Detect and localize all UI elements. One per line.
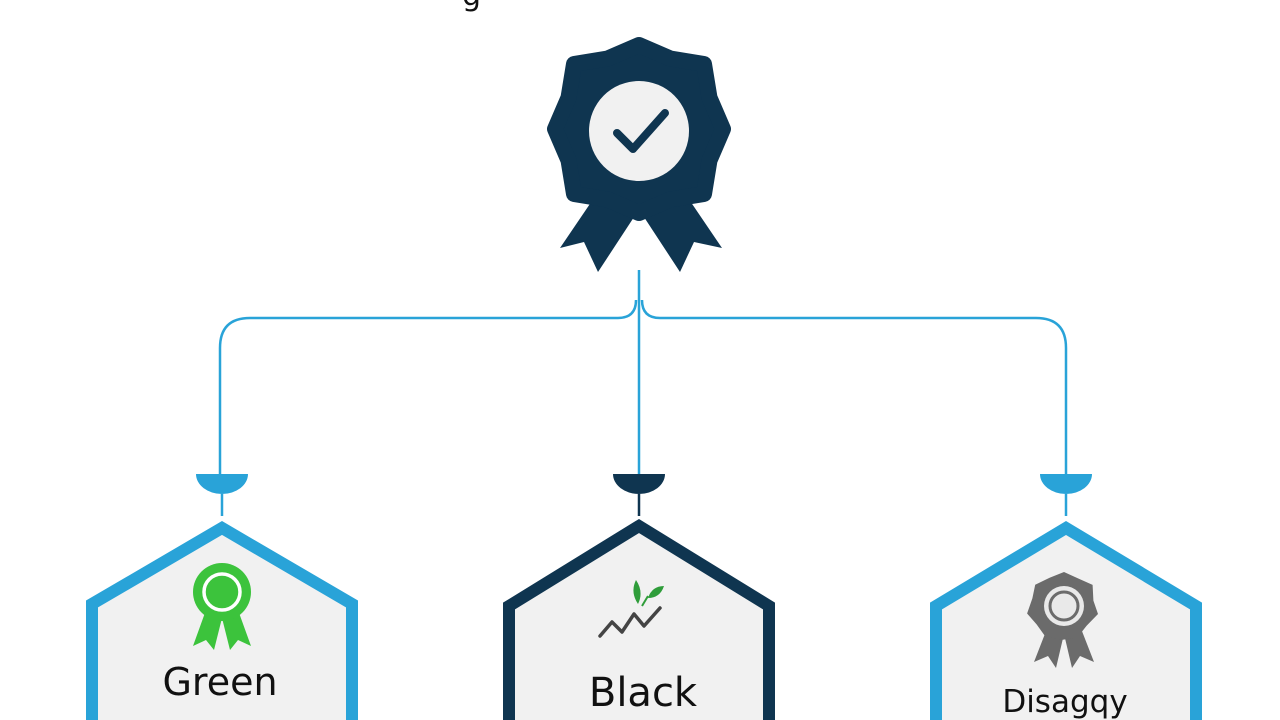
card-label-disagqy: Disagqy (1002, 684, 1128, 720)
connector-right (640, 299, 1068, 478)
trend-line (598, 606, 662, 638)
cap-center (613, 474, 665, 494)
ribbon-tail-right (642, 192, 722, 272)
leaf-right (648, 586, 664, 598)
card-label-black: Black (588, 670, 698, 716)
gray-ribbon-ring (1048, 590, 1080, 622)
connector-caps (196, 474, 1092, 516)
diagram-title-fragment: g (462, 0, 481, 13)
green-ribbon-tails (193, 610, 251, 650)
green-ribbon-icon (193, 563, 251, 650)
check-icon (613, 109, 669, 153)
green-ribbon-ring (202, 572, 242, 612)
leaf-stem (641, 595, 649, 607)
award-ribbon-check-icon (547, 37, 731, 272)
gray-ribbon-icon (1027, 572, 1098, 668)
cap-right (1040, 474, 1092, 494)
card-black (503, 518, 775, 720)
connector-left (218, 299, 638, 478)
card-label-green: Green (162, 660, 278, 704)
cap-left (196, 474, 248, 494)
card-green (86, 521, 358, 720)
seal-center (589, 81, 689, 181)
green-ribbon-disc (193, 563, 251, 621)
connector-lines (218, 270, 1068, 478)
leaf-left (633, 580, 641, 604)
leaf-trend-icon (598, 580, 664, 638)
